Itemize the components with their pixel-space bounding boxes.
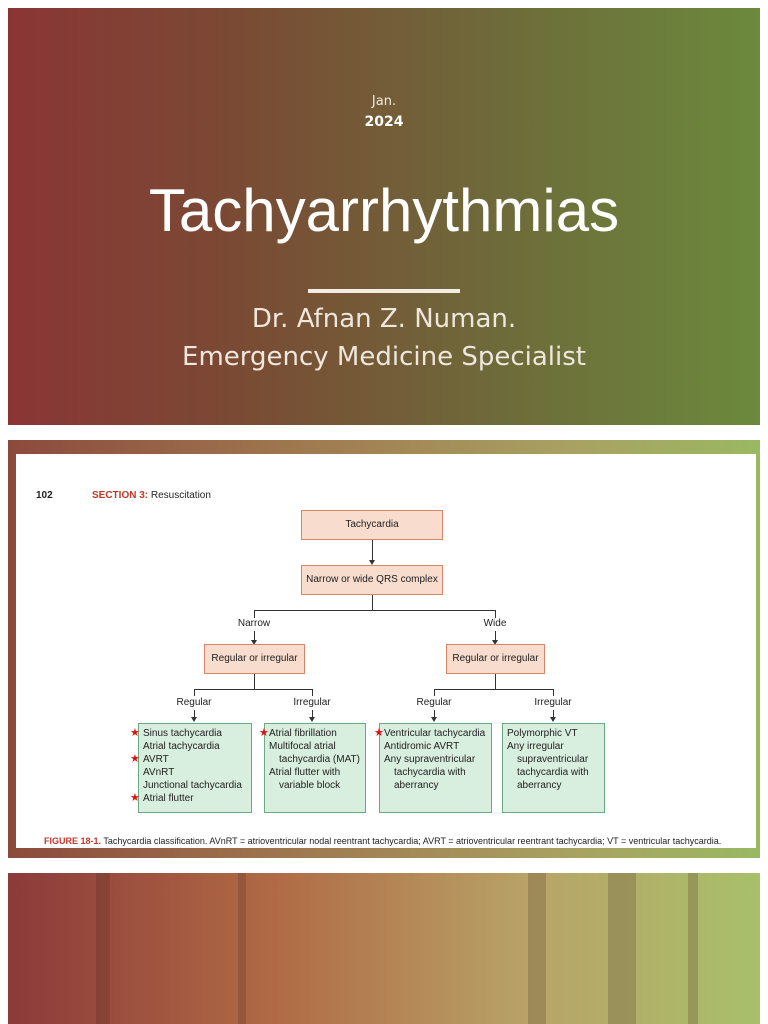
connector bbox=[254, 631, 255, 642]
connector bbox=[372, 540, 373, 562]
list-item: ★Sinus tachycardia bbox=[130, 727, 222, 739]
date-month: Jan. bbox=[371, 94, 397, 109]
list-item: tachycardia (MAT) bbox=[279, 754, 360, 765]
author-name: Dr. Afnan Z. Numan. bbox=[251, 304, 517, 334]
arrow-head bbox=[309, 717, 315, 722]
node-tachycardia: Tachycardia bbox=[301, 510, 443, 540]
arrow-head bbox=[492, 640, 498, 645]
leaf-narrow-regular: ★Sinus tachycardia Atrial tachycardia ★A… bbox=[130, 723, 252, 813]
author-role: Emergency Medicine Specialist bbox=[182, 342, 586, 372]
list-item: Atrial tachycardia bbox=[143, 741, 220, 752]
star-icon: ★ bbox=[130, 753, 140, 765]
connector bbox=[254, 610, 255, 618]
connector bbox=[434, 689, 435, 696]
list-item: ★Atrial flutter bbox=[130, 792, 194, 804]
tree-trunk bbox=[96, 873, 110, 1024]
book-page-image: 102 SECTION 3: Resuscitation Tachycardia… bbox=[16, 454, 756, 848]
section-name: Resuscitation bbox=[148, 490, 211, 501]
connector bbox=[372, 595, 373, 610]
connector bbox=[254, 674, 255, 689]
caption-text: Tachycardia classification. AVnRT = atri… bbox=[101, 836, 722, 846]
connector bbox=[495, 610, 496, 618]
label-regular: Regular bbox=[416, 697, 452, 708]
connector bbox=[312, 689, 313, 696]
arrow-head bbox=[431, 717, 437, 722]
list-item: ★Ventricular tachycardia bbox=[374, 727, 486, 739]
leaf-narrow-irregular: ★Atrial fibrillation Multifocal atrial t… bbox=[259, 723, 366, 813]
list-item: ★Atrial fibrillation bbox=[259, 727, 337, 739]
date-year: 2024 bbox=[364, 114, 404, 130]
label-regular: Regular bbox=[176, 697, 212, 708]
connector bbox=[194, 710, 195, 719]
background-slide bbox=[8, 873, 760, 1024]
leaf-wide-regular: ★Ventricular tachycardia Antidromic AVRT… bbox=[374, 723, 492, 813]
connector bbox=[434, 689, 554, 690]
connector bbox=[495, 674, 496, 689]
arrow-head bbox=[191, 717, 197, 722]
list-item: AVnRT bbox=[143, 767, 175, 778]
arrow-head bbox=[550, 717, 556, 722]
connector bbox=[434, 710, 435, 719]
arrow-head bbox=[369, 560, 375, 565]
list-item: Polymorphic VT bbox=[507, 728, 578, 739]
list-item: supraventricular bbox=[517, 754, 589, 765]
node-qrs-complex: Narrow or wide QRS complex bbox=[301, 565, 443, 595]
leaf-wide-irregular: Polymorphic VT Any irregular supraventri… bbox=[502, 723, 605, 813]
connector bbox=[194, 689, 313, 690]
figure-slide: 102 SECTION 3: Resuscitation Tachycardia… bbox=[8, 440, 760, 858]
tree-trunk bbox=[608, 873, 636, 1024]
list-item: Any supraventricular bbox=[384, 754, 476, 765]
connector bbox=[495, 631, 496, 642]
connector bbox=[254, 610, 496, 611]
page-number: 102 bbox=[36, 490, 53, 501]
label-narrow: Narrow bbox=[237, 618, 271, 629]
label-irregular: Irregular bbox=[293, 697, 331, 708]
tree-trunk bbox=[238, 873, 246, 1024]
title-slide: Jan. 2024 Tachyarrhythmias Dr. Afnan Z. … bbox=[8, 8, 760, 425]
node-narrow-regularity: Regular or irregular bbox=[204, 644, 305, 674]
figure-label: FIGURE 18-1. bbox=[44, 836, 102, 846]
star-icon: ★ bbox=[374, 727, 384, 739]
tree-trunk bbox=[528, 873, 546, 1024]
list-item: Atrial flutter with bbox=[269, 767, 341, 778]
label-wide: Wide bbox=[483, 618, 507, 629]
list-item: Multifocal atrial bbox=[269, 741, 336, 752]
connector bbox=[194, 689, 195, 696]
node-wide-regularity: Regular or irregular bbox=[446, 644, 545, 674]
star-icon: ★ bbox=[259, 727, 269, 739]
connector bbox=[553, 710, 554, 719]
list-item: Junctional tachycardia bbox=[143, 780, 242, 791]
slide-title: Tachyarrhythmias bbox=[148, 177, 620, 244]
list-item: tachycardia with bbox=[394, 767, 466, 778]
section-number: SECTION 3: bbox=[92, 490, 149, 501]
tree-trunk bbox=[688, 873, 698, 1024]
list-item: Antidromic AVRT bbox=[384, 741, 460, 752]
list-item: tachycardia with bbox=[517, 767, 589, 778]
list-item: Any irregular bbox=[507, 741, 564, 752]
arrow-head bbox=[251, 640, 257, 645]
list-item: variable block bbox=[279, 780, 341, 791]
list-item: aberrancy bbox=[517, 780, 562, 791]
star-icon: ★ bbox=[130, 792, 140, 804]
figure-caption: FIGURE 18-1. Tachycardia classification.… bbox=[44, 836, 721, 846]
star-icon: ★ bbox=[130, 727, 140, 739]
connector bbox=[312, 710, 313, 719]
list-item: aberrancy bbox=[394, 780, 439, 791]
list-item: ★AVRT bbox=[130, 753, 169, 765]
section-header: SECTION 3: Resuscitation bbox=[92, 490, 211, 501]
label-irregular: Irregular bbox=[534, 697, 572, 708]
connector bbox=[553, 689, 554, 696]
title-divider bbox=[308, 289, 460, 293]
